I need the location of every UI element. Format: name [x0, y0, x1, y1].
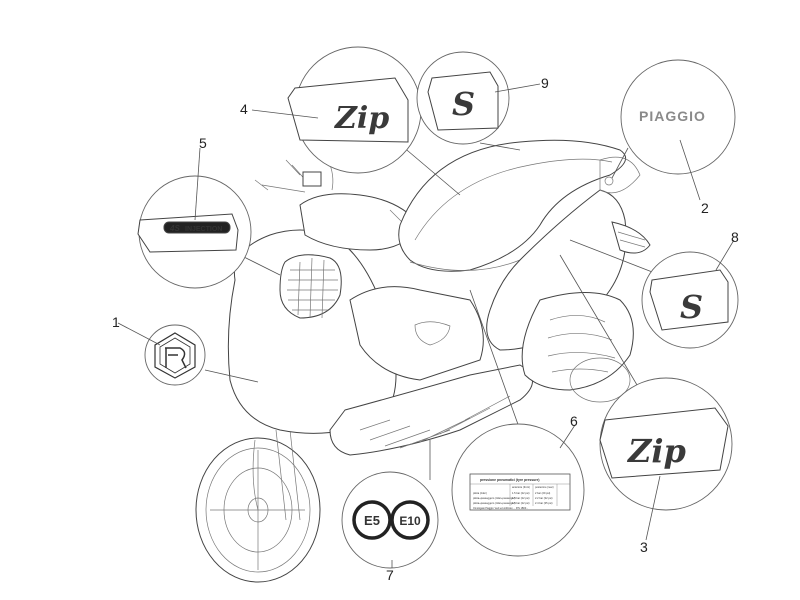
- callout-4s-injection: 4S INJECTION: [137, 175, 252, 289]
- callout-s-right: S: [641, 251, 739, 349]
- piaggio-emblem-icon: [165, 347, 187, 369]
- engine-badge-num: 4S: [169, 224, 180, 233]
- tyre-row-2-rear: 2.2 bar (32 psi): [535, 496, 553, 500]
- callout-number-7: 7: [386, 567, 394, 583]
- tyre-label-rows: pilota (rider) 1.5 bar (22 psi) 2 bar (2…: [473, 491, 553, 505]
- scooter-drawing: [195, 139, 651, 583]
- callout-number-4: 4: [240, 101, 248, 117]
- engine-badge-text: INJECTION: [185, 226, 222, 233]
- fuel-e10-label: E10: [399, 514, 421, 528]
- callout-zip-right: Zip: [599, 377, 733, 511]
- callout-number-9: 9: [541, 75, 549, 91]
- s-top-badge: S: [452, 85, 475, 123]
- tyre-row-1-label: pilota (rider): [473, 491, 487, 495]
- callout-number-8: 8: [731, 229, 739, 245]
- callout-zip-top: Zip: [287, 46, 422, 174]
- zip-right-wordmark: Zip: [626, 432, 686, 470]
- callout-number-5: 5: [199, 135, 207, 151]
- tyre-row-3-rear: 2.4 bar (35 psi): [535, 501, 553, 505]
- fuel-e5-label: E5: [364, 513, 380, 528]
- s-right-badge: S: [680, 288, 703, 326]
- callout-fuel-labels: E5 E10: [341, 471, 439, 569]
- callout-emblem: [144, 324, 206, 386]
- tyre-row-3-label: pilota+passeggero (rider+passenger): [473, 501, 516, 505]
- tyre-label-col2: posteriore (rear): [535, 485, 554, 489]
- tyre-row-1-front: 1.5 bar (22 psi): [512, 491, 530, 495]
- tyre-row-1-rear: 2 bar (29 psi): [535, 491, 550, 495]
- callout-number-1: 1: [112, 314, 120, 330]
- callout-s-top: S: [416, 51, 510, 145]
- callout-numbers: 1 2 3 4 5 6 7 8 9: [112, 75, 739, 583]
- tyre-label-footer: Omologato Piaggio: Vedi ed utilizzato ..…: [473, 507, 528, 510]
- tyre-label-title: pressione pneumatici (tyre pressure): [480, 478, 540, 482]
- callout-number-3: 3: [640, 539, 648, 555]
- piaggio-wordmark: PIAGGIO: [639, 108, 706, 124]
- seat: [398, 139, 627, 272]
- leader-lines: [204, 139, 661, 480]
- tyre-row-2-label: pilota+passeggero (rider+passenger): [473, 496, 516, 500]
- callout-pointers: [117, 83, 735, 568]
- tyre-label-col1: anteriore (front): [512, 485, 530, 489]
- tyre-row-3-front: 1.5 bar (22 psi): [512, 501, 530, 505]
- callout-number-6: 6: [570, 413, 578, 429]
- callout-piaggio: PIAGGIO: [620, 59, 736, 175]
- tyre-row-2-front: 1.5 bar (22 psi): [512, 496, 530, 500]
- zip-top-wordmark: Zip: [334, 101, 389, 136]
- callout-number-2: 2: [701, 200, 709, 216]
- callout-tyre-label: pressione pneumatici (tyre pressure) ant…: [451, 423, 585, 557]
